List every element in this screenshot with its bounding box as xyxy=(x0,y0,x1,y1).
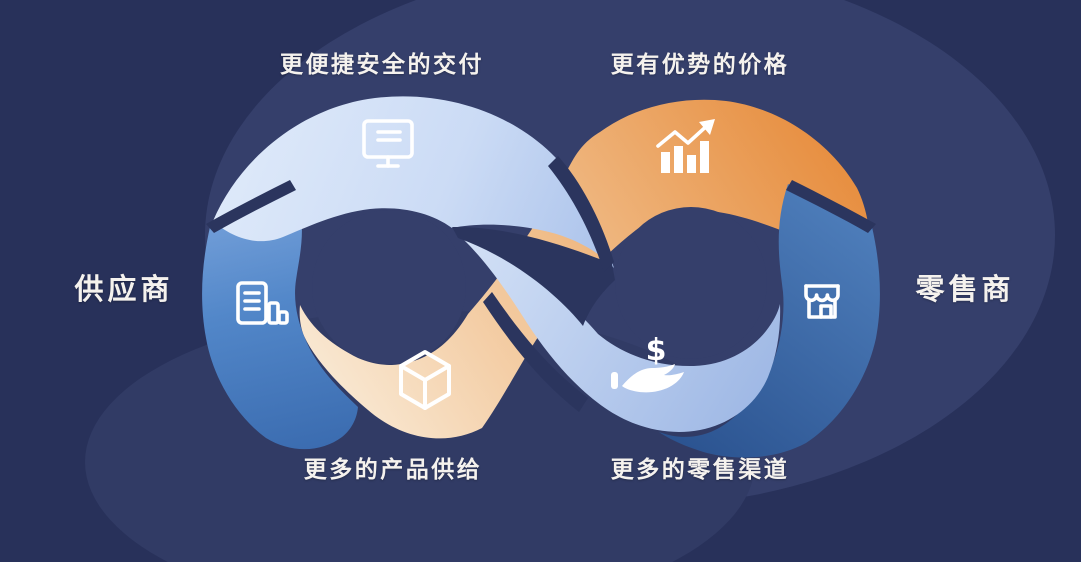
growth-chart-icon xyxy=(656,119,715,173)
benefit-label-top-left: 更便捷安全的交付 xyxy=(280,51,484,77)
benefit-label-top-right: 更有优势的价格 xyxy=(610,51,790,77)
hand-dollar-icon: $ xyxy=(611,333,684,393)
benefit-label-bottom-left: 更多的产品供给 xyxy=(303,456,483,482)
benefit-label-bottom-right: 更多的零售渠道 xyxy=(610,456,790,482)
monitor-icon xyxy=(362,119,414,168)
cube-icon xyxy=(399,350,451,410)
left-loop-hole xyxy=(312,210,466,364)
storefront-icon xyxy=(804,284,840,319)
right-loop-hole xyxy=(615,207,767,359)
supplier-node-label: 供应商 xyxy=(74,274,174,306)
ribbon-blue-right xyxy=(659,184,880,458)
ribbon-light-cross xyxy=(462,238,781,432)
building-icon xyxy=(236,281,289,325)
ribbon-gap-slivers xyxy=(206,156,876,412)
retailer-node-label: 零售商 xyxy=(915,274,1015,306)
ribbon-light-top xyxy=(213,96,614,269)
svg-text:$: $ xyxy=(646,333,667,368)
